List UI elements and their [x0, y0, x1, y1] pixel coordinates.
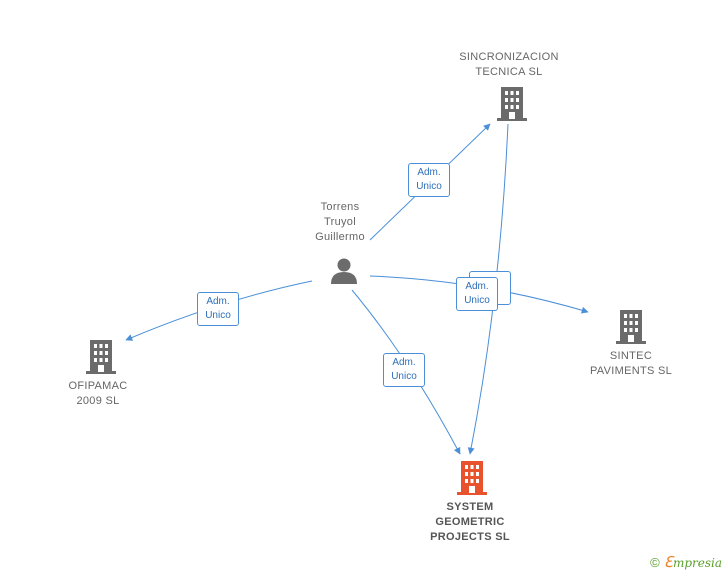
brand-logo: ℇmpresia — [663, 553, 722, 571]
building-icon — [497, 87, 527, 121]
edge-label-adm-unico: Adm. Unico — [408, 163, 450, 197]
edge-label-adm-unico: Adm. Unico — [197, 292, 239, 326]
person-label[interactable]: Torrens Truyol Guillermo — [315, 201, 365, 243]
company-label-sintec[interactable]: SINTEC PAVIMENTS SL — [589, 350, 673, 377]
person-icon — [331, 258, 357, 284]
copyright-brand: ©ℇmpresia — [650, 553, 722, 571]
focal-company-label[interactable]: SYSTEM GEOMETRIC PROJECTS SL — [430, 501, 510, 543]
copyright-symbol: © — [650, 555, 660, 570]
edge-label-adm-unico: Adm. Unico — [383, 353, 425, 387]
building-icon — [616, 310, 646, 344]
company-label-ofipamac[interactable]: OFIPAMAC 2009 SL — [68, 380, 128, 407]
company-label-sincronizacion[interactable]: SINCRONIZACION TECNICA SL — [459, 51, 559, 78]
edge-label-adm-unico: Adm. Unico — [456, 277, 498, 311]
building-icon — [86, 340, 116, 374]
focal-building-icon — [457, 461, 487, 495]
